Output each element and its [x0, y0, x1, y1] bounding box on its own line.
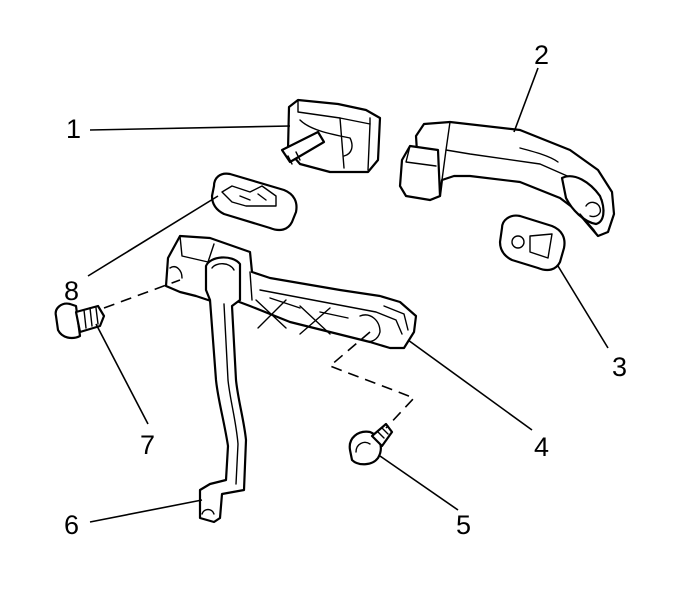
callout-8: 8 — [64, 276, 80, 306]
leader-4 — [407, 339, 533, 431]
leader-6 — [89, 499, 203, 523]
part-5-screw — [348, 422, 394, 466]
leader-7 — [95, 323, 149, 425]
assembly-lines — [103, 279, 416, 429]
part-7-fastener — [54, 302, 106, 340]
callout-5: 5 — [456, 510, 472, 540]
leader-lines — [87, 67, 609, 523]
part-4-bracket — [164, 234, 418, 350]
callout-3: 3 — [612, 352, 628, 382]
callout-7: 7 — [140, 430, 156, 460]
part-1-end-cap — [280, 98, 382, 174]
assembly-line-fastener — [103, 279, 181, 309]
leader-8 — [87, 195, 219, 277]
leader-1 — [89, 125, 291, 131]
callout-1: 1 — [66, 114, 82, 144]
leader-3 — [557, 265, 609, 349]
callout-4: 4 — [534, 432, 550, 462]
callout-6: 6 — [64, 510, 80, 540]
part-2-outside-handle — [398, 120, 616, 238]
part-3-gasket — [498, 214, 566, 272]
part-6-rod — [198, 256, 248, 524]
leader-5 — [379, 455, 459, 511]
part-8-gasket — [210, 172, 298, 232]
leader-2 — [513, 67, 539, 133]
assembly-line-screw — [328, 331, 416, 429]
callout-2: 2 — [534, 40, 550, 70]
